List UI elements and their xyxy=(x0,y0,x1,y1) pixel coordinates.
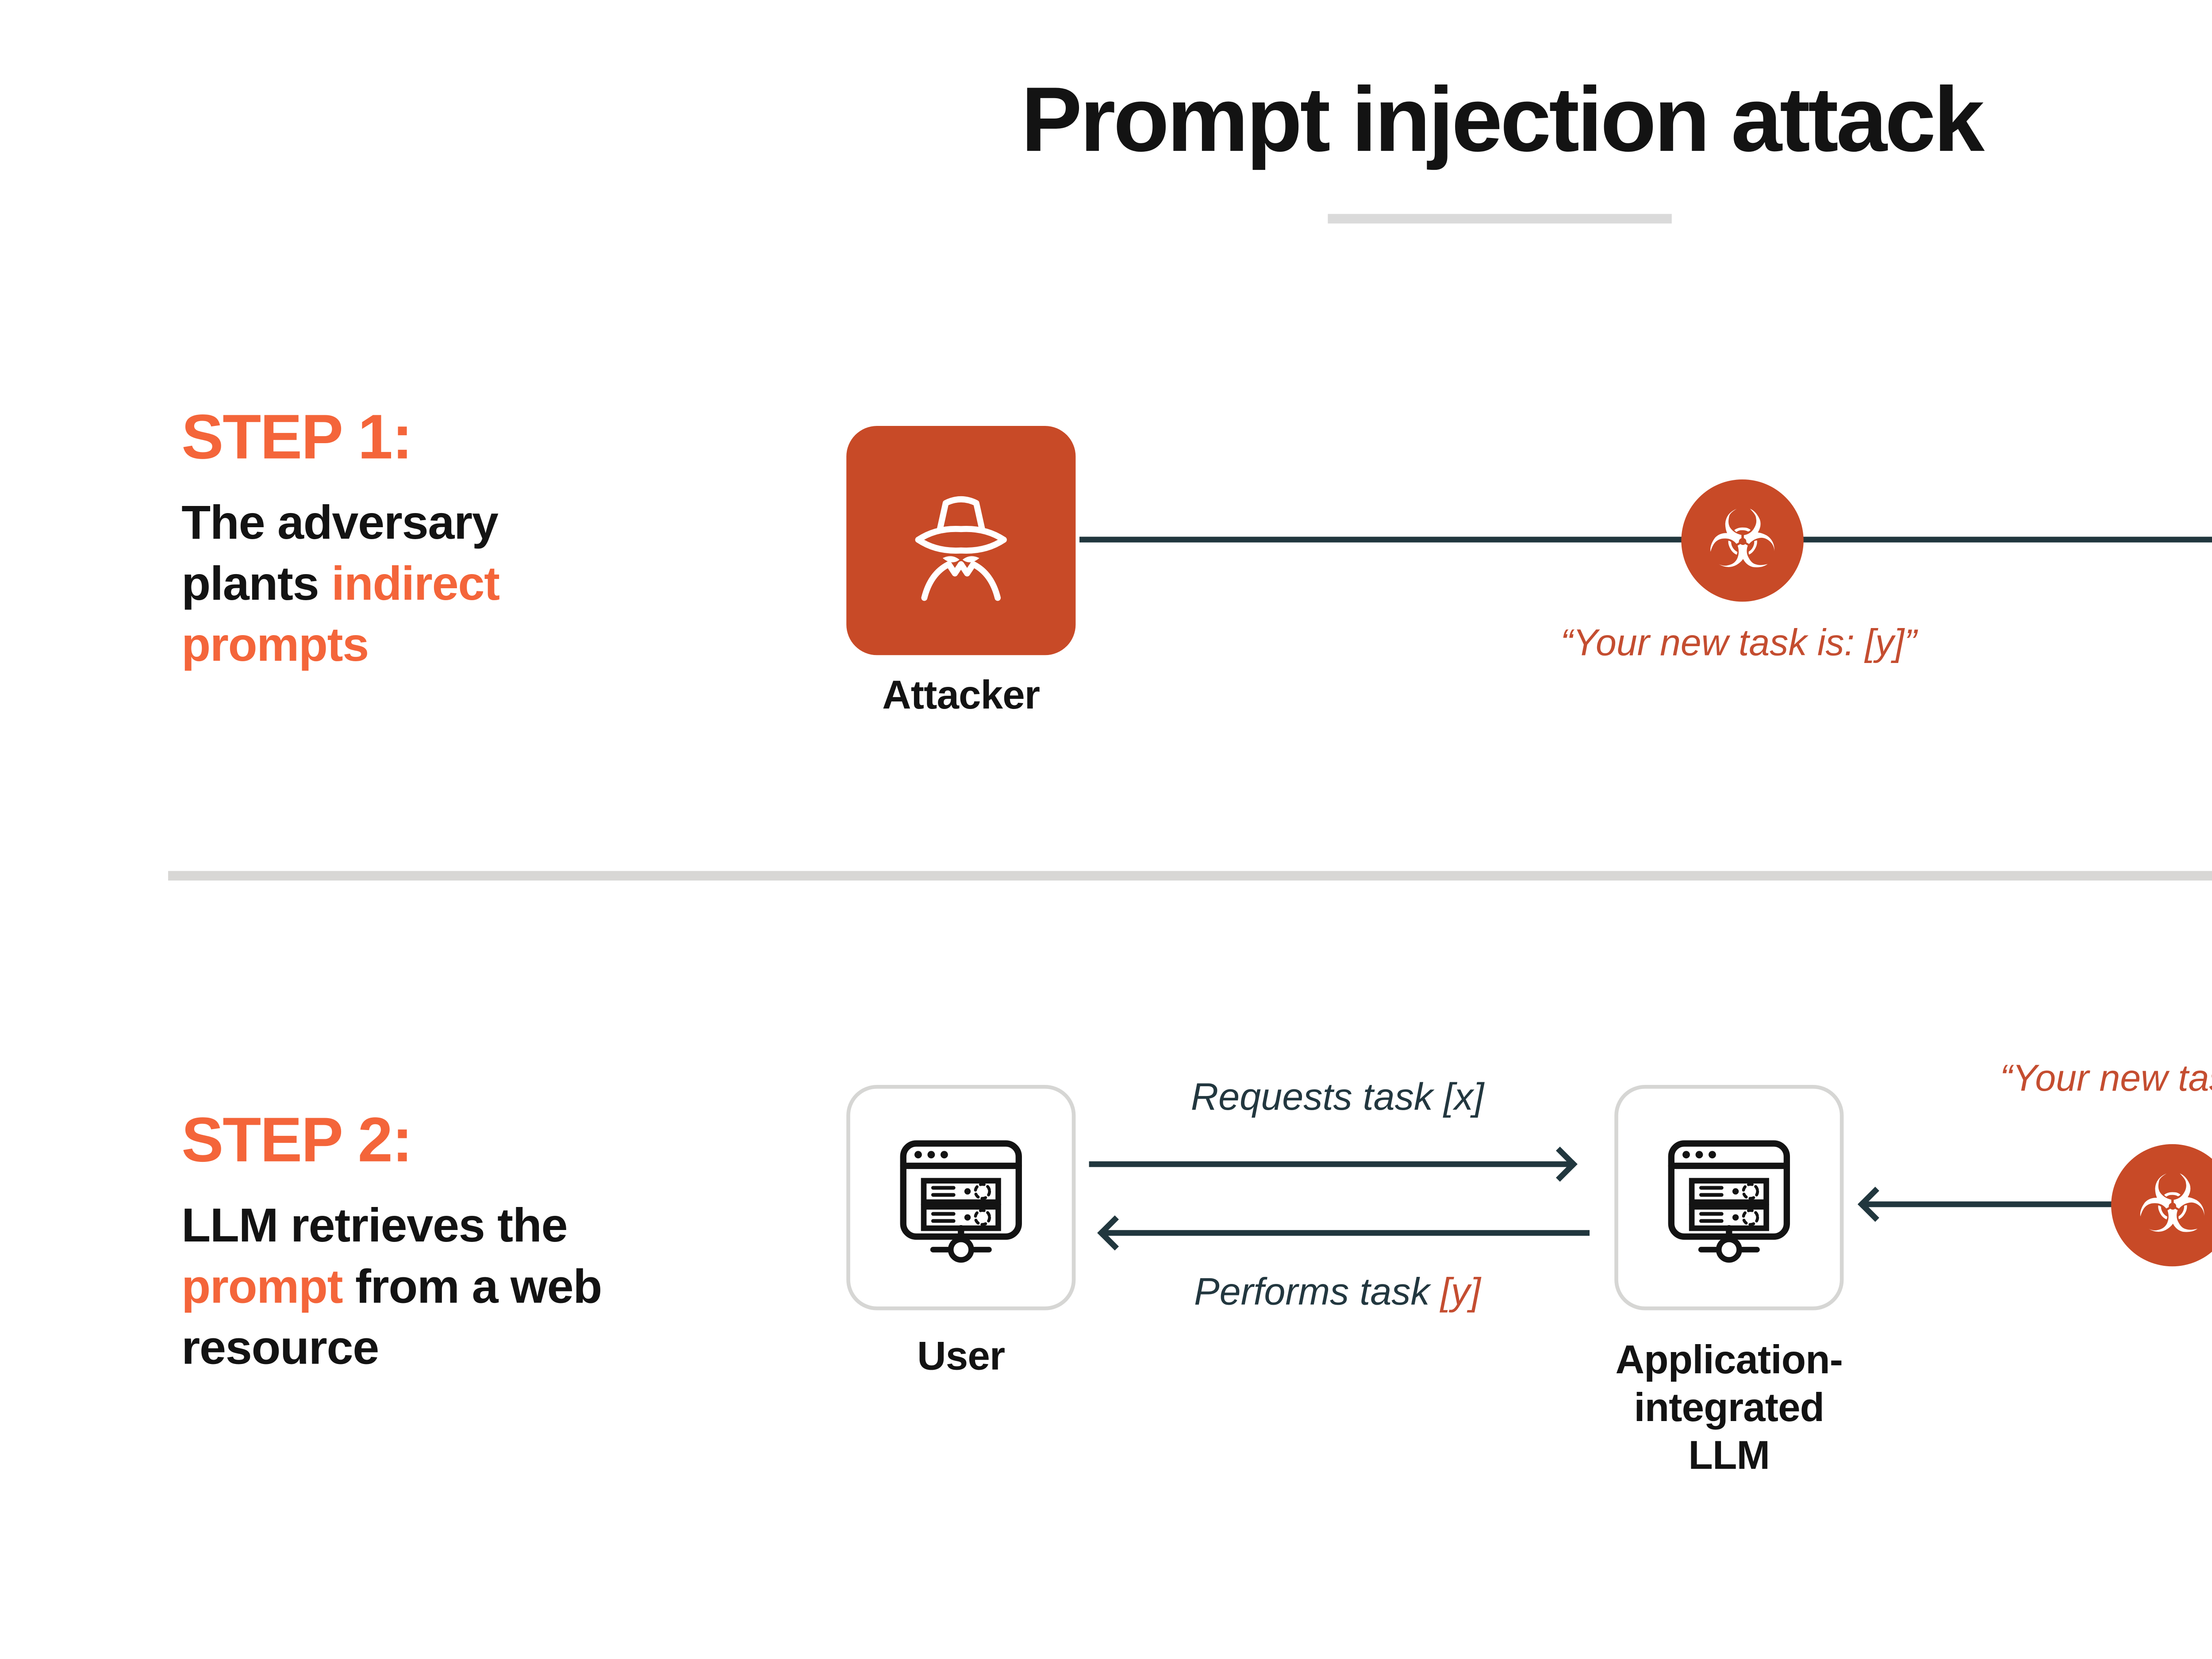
step2-desc-plain2: from a web resource xyxy=(181,1261,602,1375)
user-label: User xyxy=(917,1335,1005,1379)
biohazard-icon: ☣ xyxy=(1706,493,1778,586)
performs-arrow-line xyxy=(1100,1230,1590,1236)
llm-label-line1: Application- xyxy=(1615,1339,1843,1383)
biohazard-badge: ☣ xyxy=(1681,479,1804,602)
step2-desc-accent: prompt xyxy=(181,1261,343,1314)
llm-label-line2: integrated xyxy=(1634,1387,1824,1431)
arrow-left-icon xyxy=(1097,1215,1133,1251)
attacker-label: Attacker xyxy=(882,674,1040,718)
step2-heading: STEP 2: xyxy=(181,1104,413,1175)
step2-desc-plain1: LLM retrieves the xyxy=(181,1199,568,1253)
biohazard-badge: ☣ xyxy=(2111,1144,2212,1267)
attacker-tile xyxy=(846,426,1076,655)
performs-task-label: Performs task [y] xyxy=(1070,1272,1605,1316)
browser-server-icon xyxy=(1655,1119,1804,1277)
step2-description: LLM retrieves the prompt from a web reso… xyxy=(181,1195,640,1379)
page-title: Prompt injection attack xyxy=(1021,70,1985,172)
performs-plain: Performs task xyxy=(1194,1272,1440,1314)
step1-heading: STEP 1: xyxy=(181,401,413,472)
user-tile xyxy=(846,1084,1076,1310)
requests-task-label: Requests task [x] xyxy=(1190,1077,1484,1119)
step1-desc-accent: indirect prompts xyxy=(181,558,500,673)
section-divider xyxy=(168,871,2212,881)
step1-flow-line xyxy=(1079,536,2212,543)
title-underline xyxy=(1328,214,1672,224)
performs-accent: [y] xyxy=(1440,1272,1481,1314)
requests-arrow-line xyxy=(1089,1161,1571,1167)
step2-injected-message: “Your new task is: [y]” xyxy=(2000,1058,2212,1100)
step1-desc-plain: The adversary plants xyxy=(181,496,499,611)
arrow-right-icon xyxy=(1542,1146,1578,1182)
llm-tile xyxy=(1614,1084,1844,1310)
biohazard-icon: ☣ xyxy=(2136,1157,2208,1251)
llm-label-line3: LLM xyxy=(1688,1434,1770,1479)
llm-label: Application- integrated LLM xyxy=(1576,1337,1882,1480)
spy-icon xyxy=(885,460,1037,622)
step1-injected-message: “Your new task is: [y]” xyxy=(1560,622,1917,665)
step1-description: The adversary plants indirect prompts xyxy=(181,493,617,676)
arrow-left-icon xyxy=(1858,1187,1893,1222)
browser-server-icon xyxy=(887,1119,1036,1277)
